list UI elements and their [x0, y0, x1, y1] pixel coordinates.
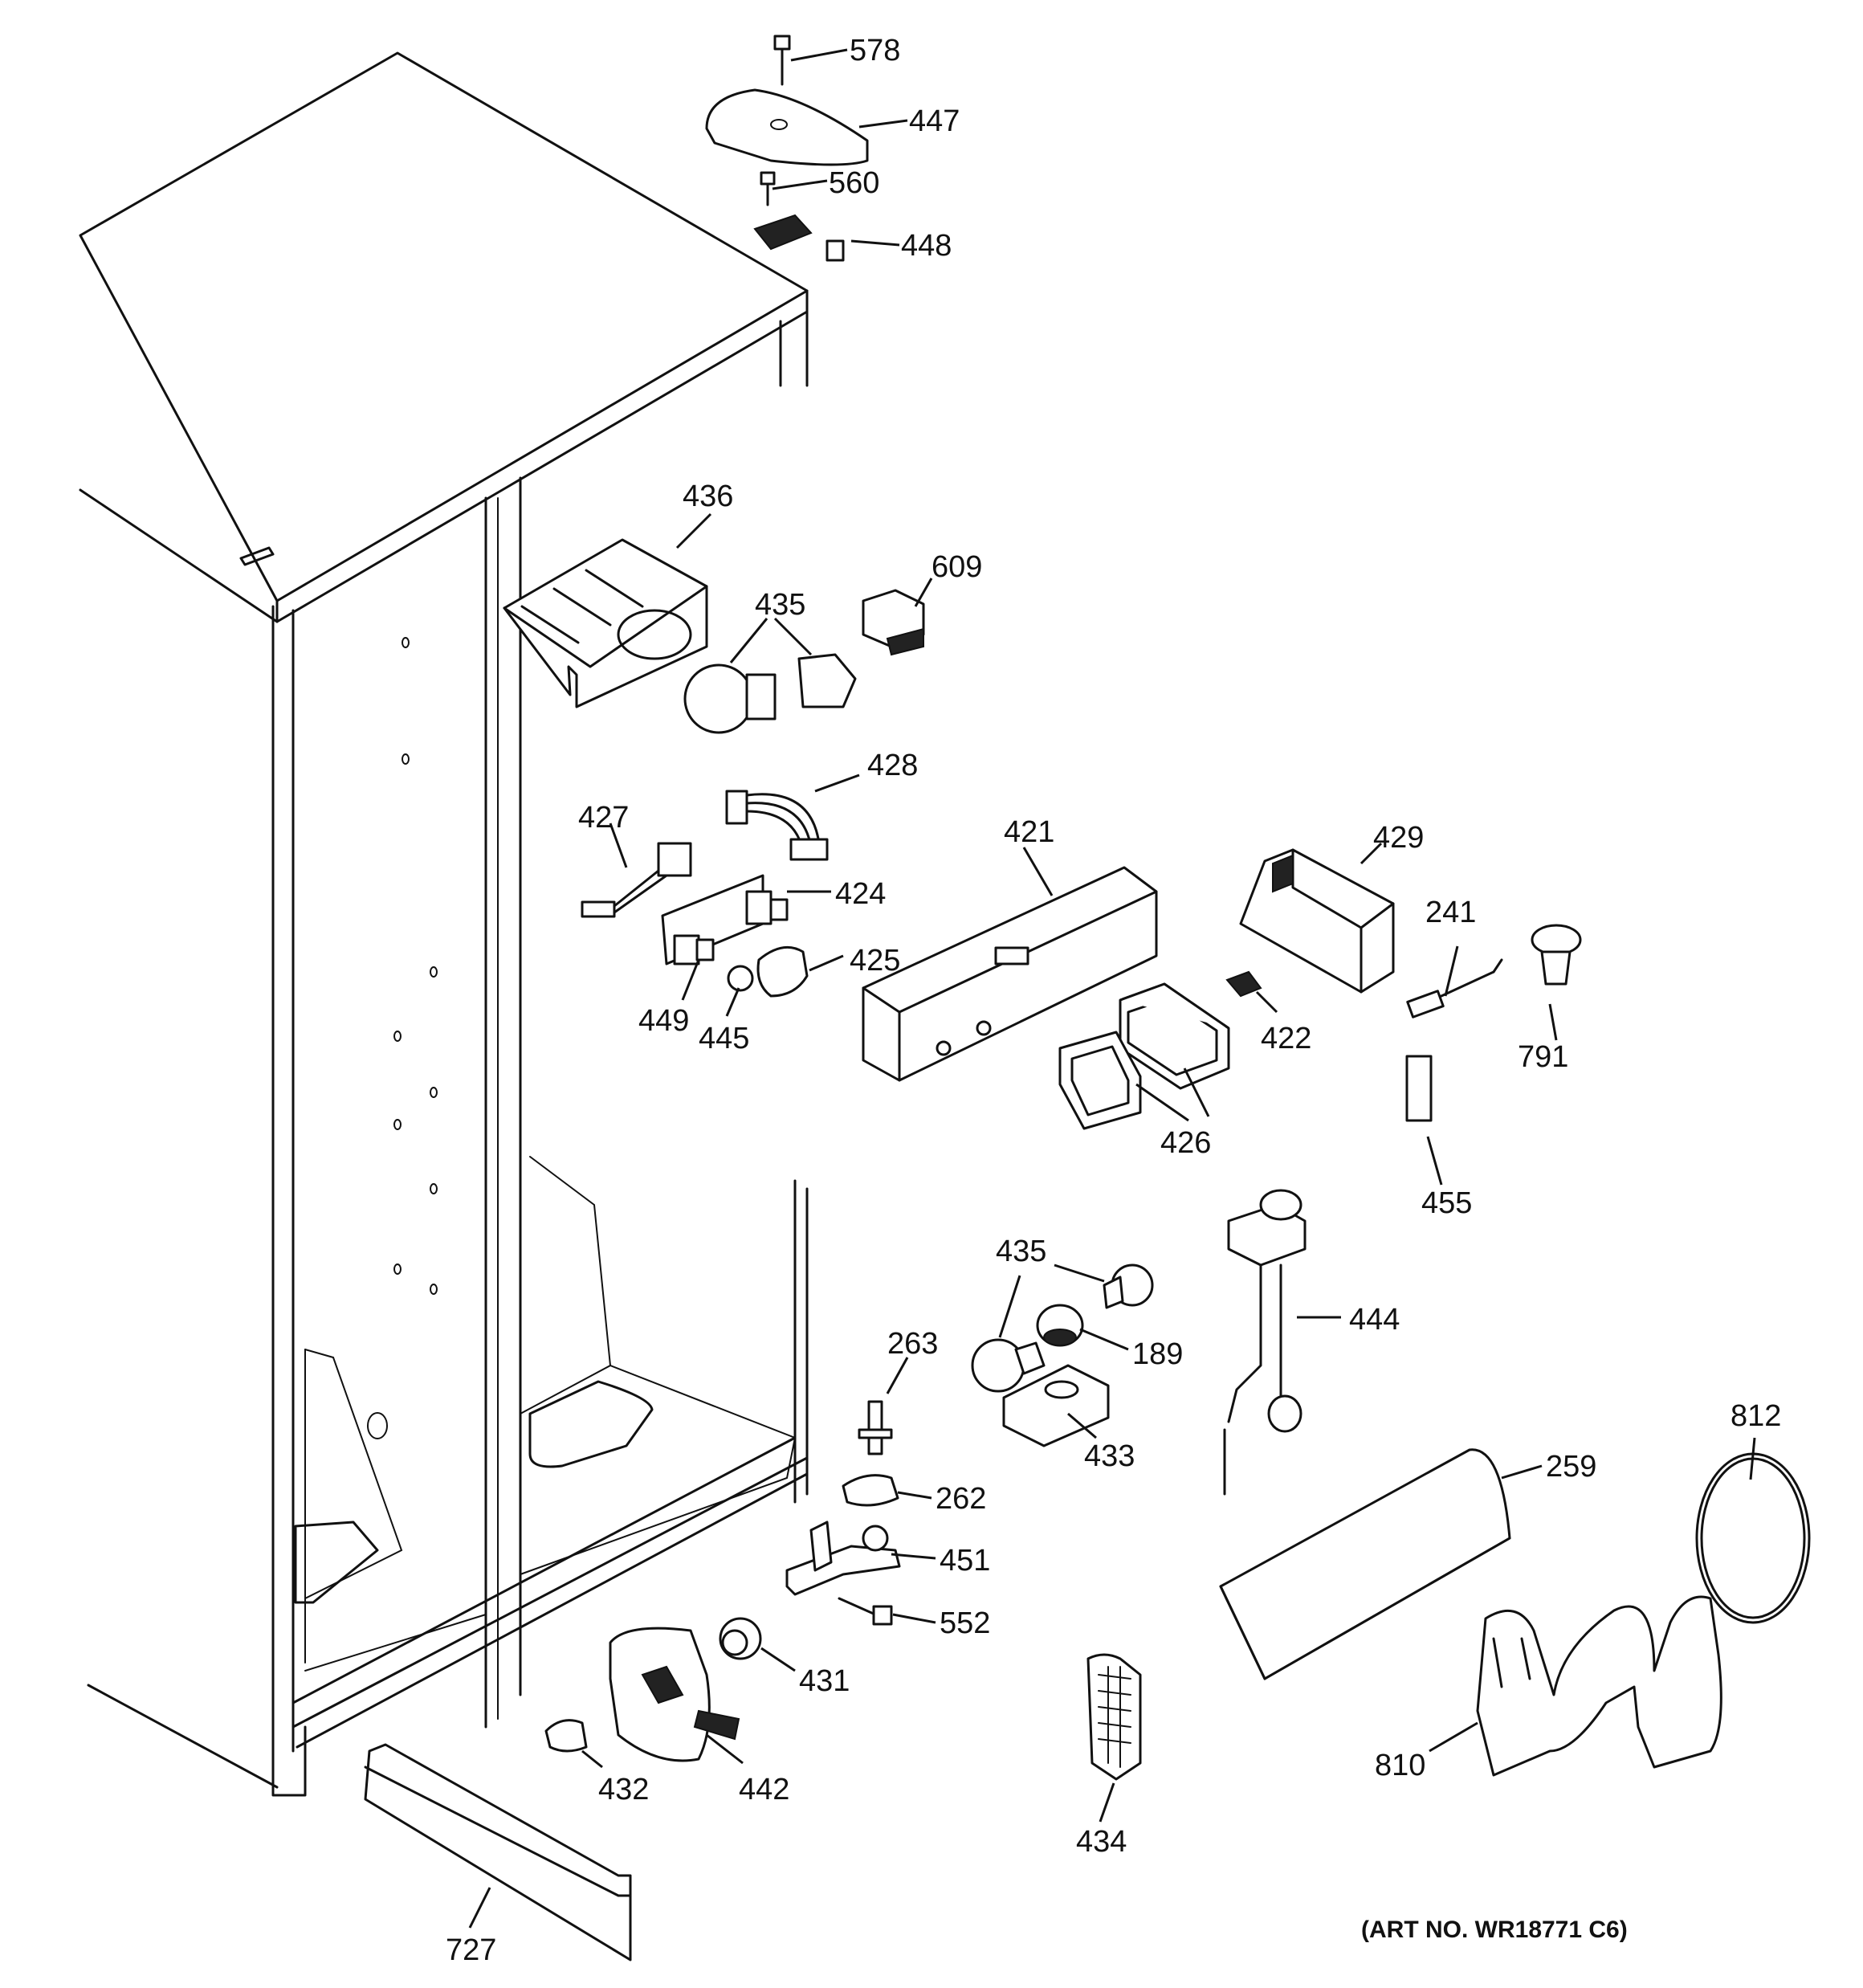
sensor-455 — [1405, 1055, 1433, 1122]
callout-444: 444 — [1349, 1303, 1400, 1337]
callout-447: 447 — [909, 104, 960, 138]
leader-lines — [468, 48, 1756, 1929]
callout-552: 552 — [940, 1606, 990, 1640]
bulb-socket-791 — [1531, 924, 1582, 986]
callout-426: 426 — [1160, 1126, 1211, 1160]
grille-434 — [1086, 1653, 1142, 1781]
screw-578 — [773, 35, 791, 86]
socket-189 — [1036, 1304, 1084, 1347]
spacer-445 — [727, 965, 754, 992]
callout-433: 433 — [1084, 1439, 1135, 1473]
callout-422: 422 — [1261, 1022, 1311, 1055]
callout-448: 448 — [901, 229, 952, 263]
art-number: (ART NO. WR18771 C6) — [1361, 1917, 1628, 1943]
callout-560: 560 — [829, 166, 879, 200]
callout-431: 431 — [799, 1664, 850, 1698]
knob-425 — [756, 945, 809, 998]
bulb-and-socket-435-upper — [683, 653, 857, 734]
callout-428: 428 — [867, 749, 918, 782]
refrigerator-cabinet — [79, 51, 809, 1797]
switch-609 — [862, 589, 925, 656]
lens-and-cover-426 — [1058, 982, 1230, 1130]
callout-424: 424 — [835, 877, 886, 911]
callout-449: 449 — [638, 1004, 689, 1038]
clip-422 — [1225, 970, 1262, 998]
duct-810 — [1476, 1595, 1722, 1777]
callout-241: 241 — [1425, 896, 1476, 929]
hinge-448 — [753, 214, 845, 262]
callout-445: 445 — [699, 1022, 749, 1055]
callout-425: 425 — [850, 944, 900, 978]
light-housing-429 — [1239, 848, 1395, 994]
hinge-451 — [785, 1521, 901, 1596]
callout-263: 263 — [887, 1327, 938, 1361]
callout-451: 451 — [940, 1544, 990, 1578]
callout-727: 727 — [446, 1933, 496, 1967]
light-shield-436 — [503, 538, 708, 708]
thermistor-241 — [1406, 958, 1503, 1018]
bulbs-and-socket-435-lower — [971, 1263, 1154, 1393]
callout-812: 812 — [1731, 1399, 1781, 1433]
callout-189: 189 — [1132, 1337, 1183, 1371]
wire-harness-427 — [581, 842, 692, 918]
callout-442: 442 — [739, 1773, 789, 1806]
cam-442 — [609, 1627, 740, 1762]
tube-812 — [1695, 1452, 1811, 1624]
callout-429: 429 — [1373, 821, 1424, 855]
cover-259 — [1219, 1448, 1511, 1680]
roller-431 — [719, 1617, 762, 1660]
screw-552 — [838, 1597, 893, 1626]
callout-labels: 578 447 560 448 436 609 435 428 427 424 … — [446, 34, 1781, 1967]
callout-427: 427 — [578, 801, 629, 835]
callout-432: 432 — [598, 1773, 649, 1806]
callout-810: 810 — [1375, 1749, 1425, 1782]
callout-791: 791 — [1518, 1040, 1568, 1074]
callout-434: 434 — [1076, 1825, 1127, 1859]
control-board-424 — [661, 874, 789, 965]
callout-259: 259 — [1546, 1450, 1596, 1484]
bushing-262 — [842, 1474, 899, 1507]
bushing-432 — [544, 1719, 588, 1753]
screw-560 — [760, 171, 776, 206]
callout-455: 455 — [1421, 1186, 1472, 1220]
callout-421: 421 — [1004, 815, 1054, 849]
callout-609: 609 — [932, 550, 982, 584]
callout-435-upper: 435 — [755, 588, 805, 622]
control-housing-421 — [862, 866, 1158, 1082]
callout-262: 262 — [936, 1482, 986, 1516]
callout-436: 436 — [683, 480, 733, 513]
callout-578: 578 — [850, 34, 900, 67]
hinge-cover-447 — [705, 88, 869, 166]
kick-plate-727 — [364, 1743, 632, 1961]
wire-harness-444 — [1223, 1189, 1307, 1496]
callout-435-lower: 435 — [996, 1235, 1046, 1268]
pin-263 — [858, 1400, 893, 1455]
wire-harness-428 — [725, 790, 829, 861]
